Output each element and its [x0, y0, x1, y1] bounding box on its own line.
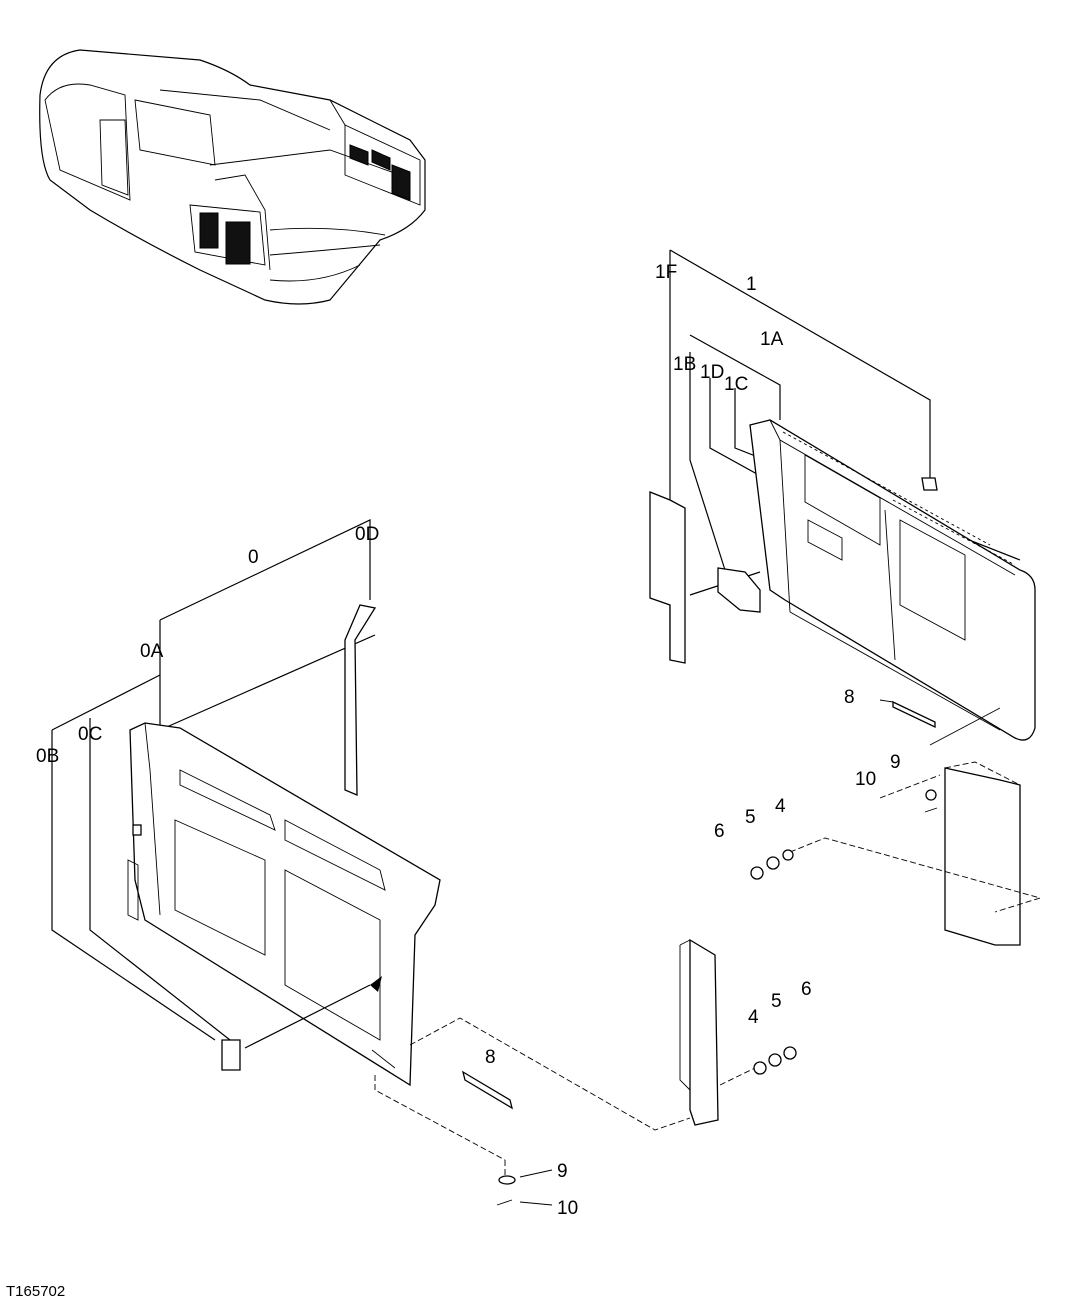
callout-10-right: 10 [855, 769, 876, 790]
callout-0c: 0C [78, 724, 102, 745]
callout-1f: 1F [655, 262, 677, 283]
callout-0: 0 [248, 547, 259, 568]
figure-reference-id: T165702 [6, 1283, 65, 1300]
callout-0d: 0D [355, 524, 379, 545]
panel-mesh-right [284, 869, 381, 1041]
panel-mesh-left [174, 819, 266, 956]
callout-4-lower: 4 [748, 1007, 759, 1028]
callout-9-lower: 9 [557, 1161, 568, 1182]
panel-vent-left [179, 769, 276, 831]
callout-9-right: 9 [890, 752, 901, 773]
machine-overview-illustration [39, 49, 426, 305]
callout-5-lower: 5 [771, 991, 782, 1012]
cover-mesh-right [899, 519, 966, 641]
callout-1: 1 [746, 274, 757, 295]
lower-cover-assembly [51, 519, 797, 1206]
panel-vent-right [284, 819, 386, 891]
callout-1d: 1D [700, 362, 724, 383]
callout-8-right: 8 [844, 687, 855, 708]
callout-6-right: 6 [714, 821, 725, 842]
callout-4-right: 4 [775, 796, 786, 817]
callout-1a: 1A [760, 329, 784, 350]
cover-mesh-left [804, 454, 881, 546]
callout-0b: 0B [36, 746, 59, 767]
upper-cover-assembly [649, 249, 1042, 946]
callout-labels: 0 0A 0B 0C 0D 1 1A 1B 1C 1D 1F 4 5 6 8 9… [36, 262, 901, 1219]
callout-10-lower: 10 [557, 1198, 578, 1219]
callout-1c: 1C [724, 374, 748, 395]
callout-0a: 0A [140, 641, 164, 662]
callout-8-lower: 8 [485, 1047, 496, 1068]
callout-6-lower: 6 [801, 979, 812, 1000]
callout-1b: 1B [673, 354, 696, 375]
callout-5-right: 5 [745, 807, 756, 828]
